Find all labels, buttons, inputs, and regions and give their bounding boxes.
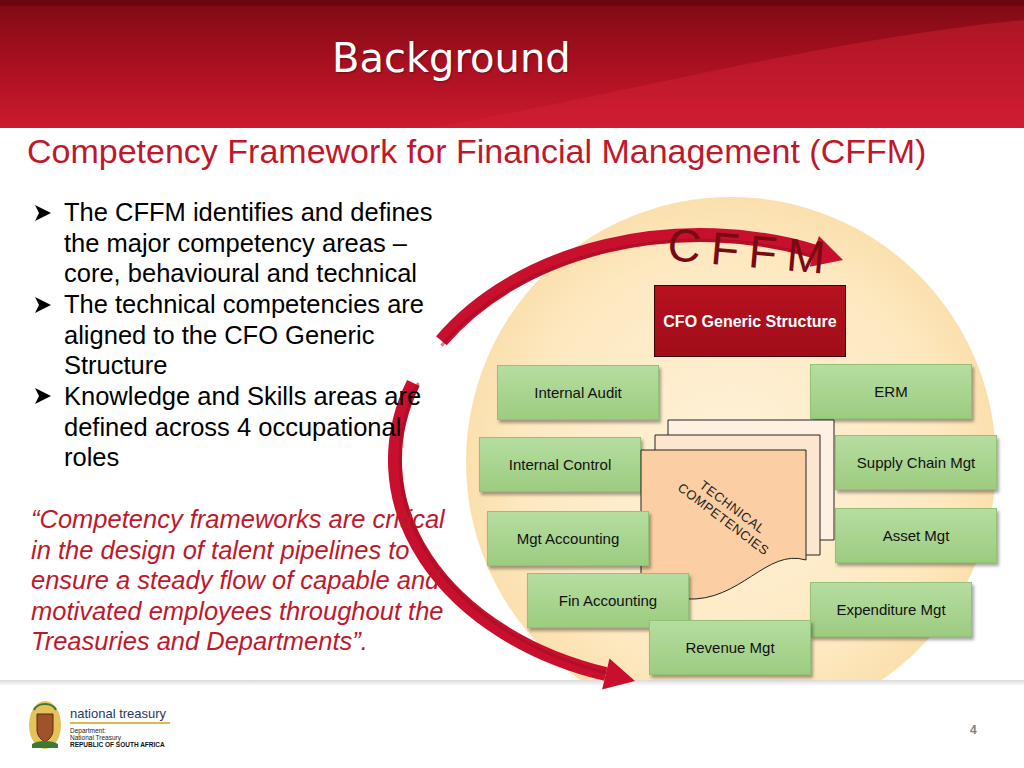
footer-band — [0, 686, 1024, 768]
bullet-marker — [35, 297, 51, 313]
logo-caption: National Treasury — [70, 734, 121, 741]
slide-title: Background — [332, 34, 571, 82]
coat-of-arms-sun — [29, 701, 61, 749]
node-label: Internal Audit — [534, 384, 622, 402]
cycle-arrowhead — [602, 658, 635, 689]
node-label: Supply Chain Mgt — [857, 454, 975, 472]
bullet-marker — [35, 388, 51, 404]
competency-box: Internal Control — [479, 437, 641, 492]
structure-box: CFO Generic Structure — [654, 285, 846, 357]
competency-box: Revenue Mgt — [649, 620, 811, 675]
competency-box: Asset Mgt — [835, 508, 997, 563]
competency-box: ERM — [810, 364, 972, 419]
quotation: “Competency frameworks are critical in t… — [31, 504, 456, 657]
logo-underline — [70, 722, 170, 724]
node-label: Internal Control — [509, 456, 612, 474]
competency-box: Supply Chain Mgt — [835, 435, 997, 490]
title-banner — [0, 0, 1024, 128]
coat-of-arms — [29, 701, 61, 749]
framework-acronym: CFFM — [666, 218, 838, 284]
page-number: 4 — [970, 723, 977, 737]
bullet-point: The CFFM identifies and defines the majo… — [64, 197, 449, 289]
node-label: ERM — [874, 383, 907, 401]
competency-box: Internal Audit — [497, 365, 659, 420]
footer-shadow — [0, 680, 1024, 686]
competency-box: Mgt Accounting — [487, 511, 649, 566]
bullet-marker — [35, 205, 51, 221]
logo-caption: Department: — [70, 727, 106, 734]
logo-caption: REPUBLIC OF SOUTH AFRICA — [70, 741, 165, 748]
bullet-point: Knowledge and Skills areas are defined a… — [64, 381, 449, 473]
competency-box: Expenditure Mgt — [810, 582, 972, 637]
slide-subtitle: Competency Framework for Financial Manag… — [27, 131, 926, 171]
node-label: CFO Generic Structure — [663, 311, 836, 332]
node-label: Fin Accounting — [559, 592, 657, 610]
bullet-point: The technical competencies are aligned t… — [64, 289, 449, 381]
node-label: Expenditure Mgt — [836, 601, 945, 619]
banner-top-strip — [0, 0, 1024, 6]
coat-of-arms-wings — [34, 704, 56, 710]
coat-of-arms-base — [32, 741, 58, 748]
logo-wordmark: national treasury — [70, 707, 166, 721]
node-label: Mgt Accounting — [517, 530, 620, 548]
node-label: Asset Mgt — [883, 527, 950, 545]
node-label: Revenue Mgt — [685, 639, 774, 657]
coat-of-arms-shield — [37, 714, 53, 742]
